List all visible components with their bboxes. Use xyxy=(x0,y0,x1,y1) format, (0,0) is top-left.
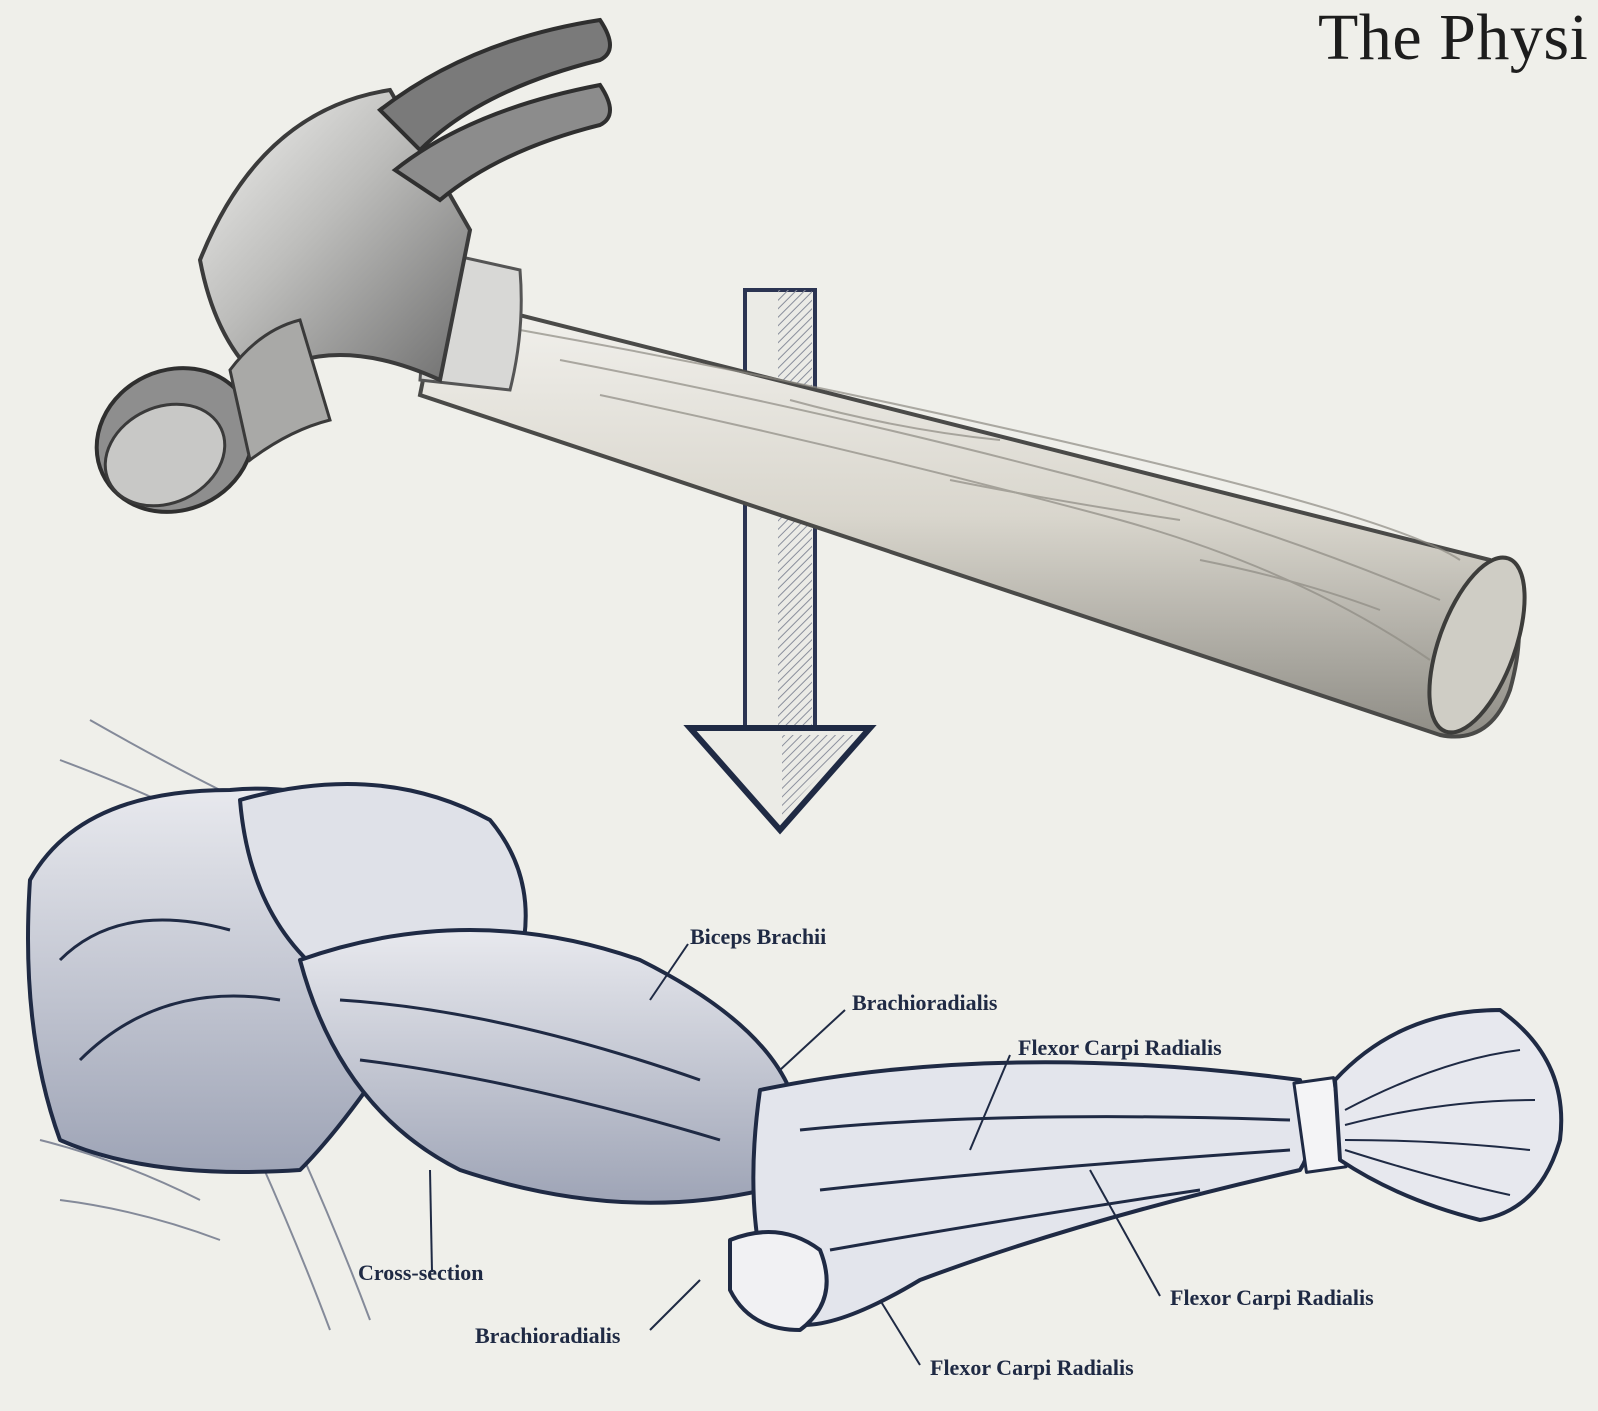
label-brachioradialis-upper: Brachioradialis xyxy=(852,990,998,1015)
label-biceps-brachii: Biceps Brachii xyxy=(690,924,826,949)
hand xyxy=(1335,1010,1561,1220)
elbow xyxy=(730,1232,827,1330)
label-flexor-carpi-radialis-top: Flexor Carpi Radialis xyxy=(1018,1035,1222,1060)
label-flexor-carpi-radialis-bottom: Flexor Carpi Radialis xyxy=(930,1355,1134,1380)
hammer-handle xyxy=(420,295,1519,737)
label-cross-section: Cross-section xyxy=(358,1260,483,1285)
label-brachioradialis-lower: Brachioradialis xyxy=(475,1323,621,1348)
label-flexor-carpi-radialis-right: Flexor Carpi Radialis xyxy=(1170,1285,1374,1310)
upper-arm xyxy=(300,930,800,1203)
